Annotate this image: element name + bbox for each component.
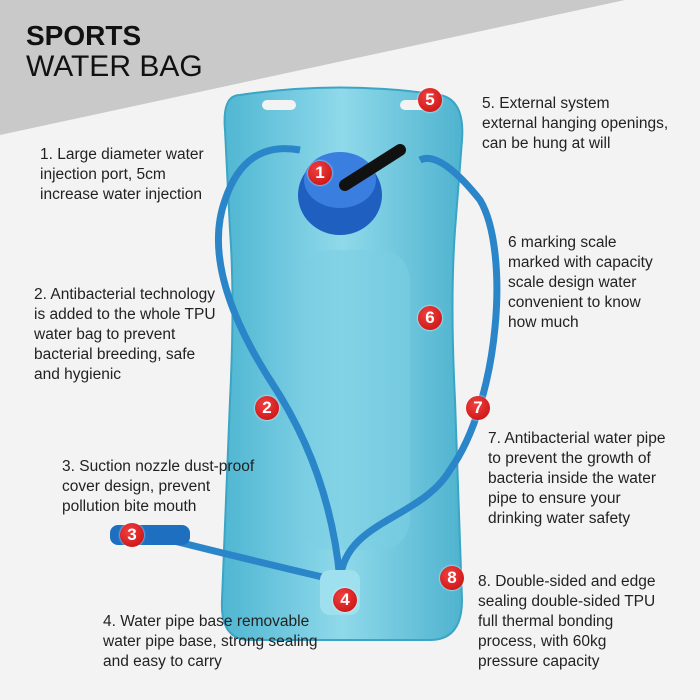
badge-3: 3 xyxy=(120,523,144,547)
cap-strap xyxy=(339,144,406,191)
line: 2. Antibacterial technology xyxy=(34,286,215,303)
feature-3-text: 3. Suction nozzle dust-proof cover design… xyxy=(62,457,254,517)
line: 1. Large diameter water xyxy=(40,146,204,163)
line: can be hung at will xyxy=(482,135,611,152)
line: pollution bite mouth xyxy=(62,498,197,515)
line: 7. Antibacterial water pipe xyxy=(488,430,666,447)
line: process, with 60kg xyxy=(478,633,607,650)
title-water-bag: WATER BAG xyxy=(26,50,203,83)
line: convenient to know xyxy=(508,294,641,311)
line: water pipe base, strong sealing xyxy=(103,633,318,650)
feature-6-text: 6 marking scale marked with capacity scale… xyxy=(508,233,653,333)
badge-1: 1 xyxy=(308,161,332,185)
line: and easy to carry xyxy=(103,653,222,670)
feature-5-text: 5. External system external hanging openi… xyxy=(482,94,668,154)
line: increase water injection xyxy=(40,186,202,203)
line: 3. Suction nozzle dust-proof xyxy=(62,458,255,475)
line: 8. Double-sided and edge xyxy=(478,573,656,590)
feature-1-text: 1. Large diameter water injection port, 5… xyxy=(40,145,204,205)
line: to prevent the growth of xyxy=(488,450,651,467)
feature-8-text: 8. Double-sided and edge sealing double-s… xyxy=(478,572,656,672)
badge-2: 2 xyxy=(255,396,279,420)
badge-5: 5 xyxy=(418,88,442,112)
feature-7-text: 7. Antibacterial water pipe to prevent th… xyxy=(488,429,666,529)
line: marked with capacity xyxy=(508,254,653,271)
line: pipe to ensure your xyxy=(488,490,621,507)
line: injection port, 5cm xyxy=(40,166,166,183)
badge-4: 4 xyxy=(333,588,357,612)
line: full thermal bonding xyxy=(478,613,614,630)
line: bacteria inside the water xyxy=(488,470,657,487)
feature-4-text: 4. Water pipe base removable water pipe b… xyxy=(103,612,318,672)
line: is added to the whole TPU xyxy=(34,306,216,323)
hanging-slot-left xyxy=(262,100,296,110)
line: 6 marking scale xyxy=(508,234,617,251)
line: external hanging openings, xyxy=(482,115,669,132)
hose xyxy=(214,145,501,581)
feature-2-text: 2. Antibacterial technology is added to t… xyxy=(34,285,216,385)
line: 4. Water pipe base removable xyxy=(103,613,310,630)
line: drinking water safety xyxy=(488,510,631,527)
line: pressure capacity xyxy=(478,653,600,670)
line: water bag to prevent xyxy=(34,326,176,343)
line: how much xyxy=(508,314,579,331)
line: sealing double-sided TPU xyxy=(478,593,656,610)
title-sports: SPORTS xyxy=(26,20,142,51)
line: cover design, prevent xyxy=(62,478,211,495)
line: 5. External system xyxy=(482,95,610,112)
line: bacterial breeding, safe xyxy=(34,346,196,363)
line: and hygienic xyxy=(34,366,122,383)
badge-8: 8 xyxy=(440,566,464,590)
badge-6: 6 xyxy=(418,306,442,330)
hose-end xyxy=(169,536,336,584)
gray-band xyxy=(0,0,625,135)
badge-7: 7 xyxy=(466,396,490,420)
line: scale design water xyxy=(508,274,637,291)
